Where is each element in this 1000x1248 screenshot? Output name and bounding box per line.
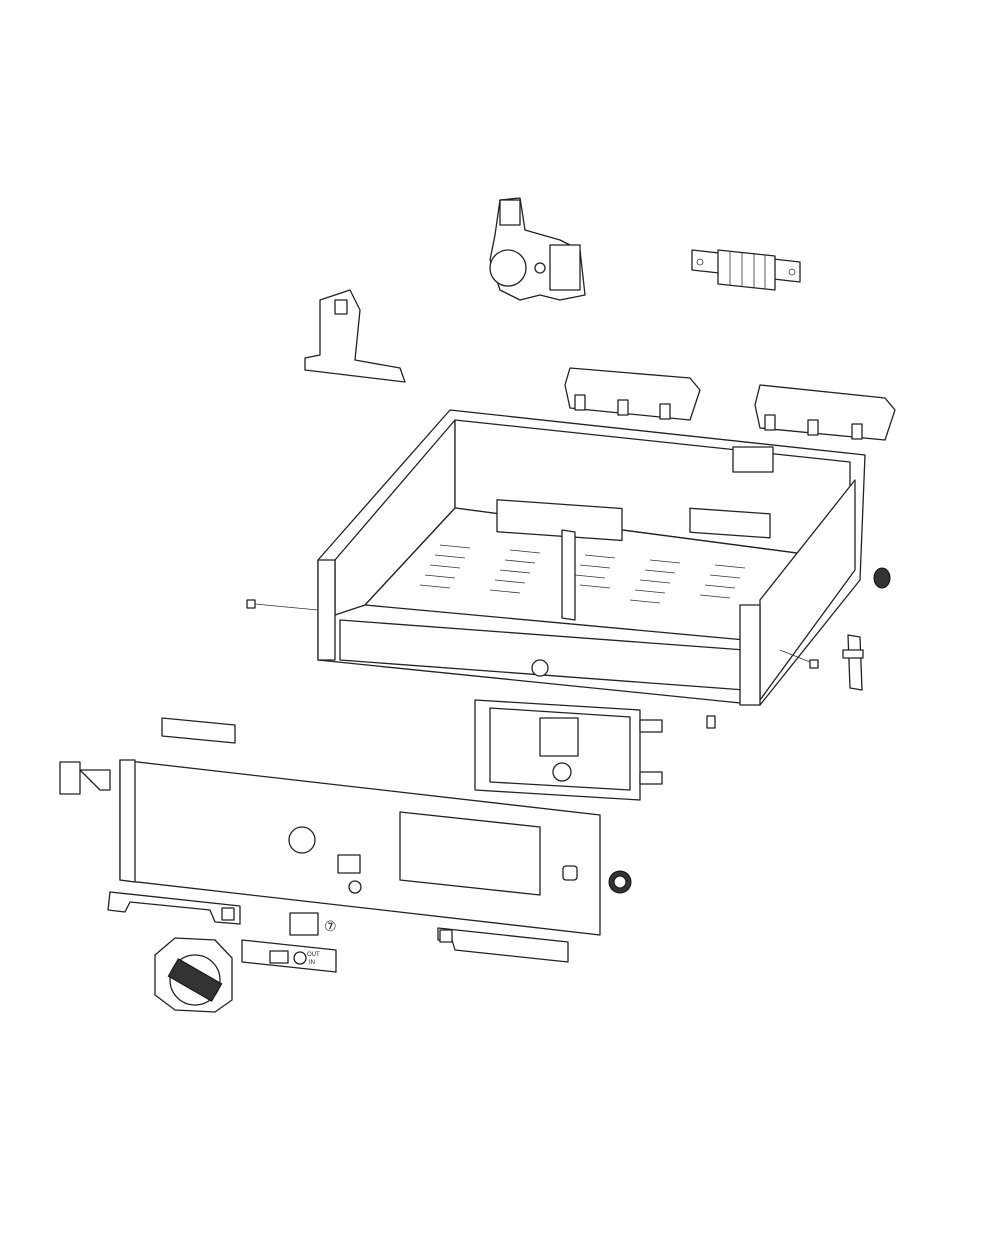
handle-left-part	[107, 891, 241, 925]
motor-operator-part	[489, 197, 586, 301]
rotary-handle-part	[154, 937, 233, 1013]
label-holder-part	[161, 717, 236, 744]
side-latch-part	[842, 634, 864, 691]
handle-right-part	[437, 927, 569, 963]
callout-label: ⑦	[324, 918, 337, 934]
out-label: OUT	[307, 952, 320, 958]
ventilation-slots	[419, 544, 746, 604]
knob-part	[873, 567, 891, 589]
terminal-block-part	[691, 249, 801, 291]
screw-right	[779, 649, 819, 669]
contact-housing-left-part	[564, 367, 701, 421]
front-panel-part	[119, 759, 601, 936]
hinge-part	[59, 761, 111, 795]
switch-plate-part: OUT IN	[241, 939, 337, 973]
chassis-drawer-part	[317, 409, 866, 706]
screw-bottom	[706, 715, 716, 729]
connector-part	[608, 870, 632, 894]
in-label: IN	[309, 960, 315, 966]
cover-plate-part	[289, 912, 319, 936]
contact-housing-right-part	[754, 384, 896, 441]
display-frame-part	[474, 699, 663, 801]
interlock-bracket-part	[304, 289, 406, 383]
screw-left	[246, 599, 319, 611]
